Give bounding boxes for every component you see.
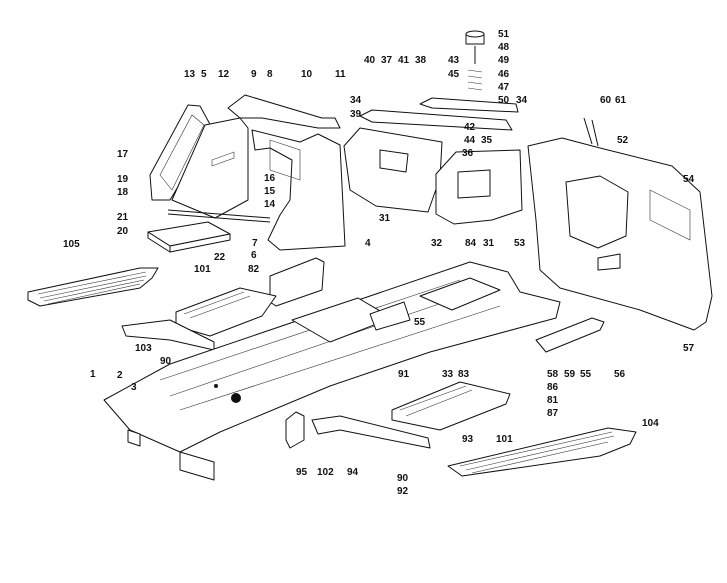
bracket-82	[269, 257, 325, 307]
callout-c40: 40	[364, 55, 376, 66]
callout-c45: 45	[448, 69, 460, 80]
callout-c42: 42	[464, 122, 476, 133]
callout-c82: 82	[248, 264, 260, 275]
callout-c8: 8	[267, 69, 273, 80]
rear-bracket	[535, 317, 605, 353]
bracket-60	[583, 117, 599, 147]
callout-c57: 57	[683, 343, 695, 354]
callout-c1: 1	[90, 369, 96, 380]
battery-tray	[147, 221, 231, 253]
callout-c84: 84	[465, 238, 477, 249]
callout-c93: 93	[462, 434, 474, 445]
callout-c3: 3	[131, 382, 137, 393]
callout-c2: 2	[117, 370, 123, 381]
callout-c37: 37	[381, 55, 393, 66]
seat-spring-assembly	[465, 30, 485, 91]
callout-c32: 32	[431, 238, 443, 249]
callout-c19: 19	[117, 174, 129, 185]
callout-c104: 104	[642, 418, 659, 429]
callout-c5: 5	[201, 69, 207, 80]
callout-c12: 12	[218, 69, 230, 80]
callout-c39: 39	[350, 109, 362, 120]
callout-c103: 103	[135, 343, 152, 354]
callout-c58: 58	[547, 369, 559, 380]
inner-fender-panel-right	[435, 149, 523, 225]
seat-box-rear-panel	[227, 94, 341, 129]
callout-c55b: 55	[580, 369, 592, 380]
callout-c36: 36	[462, 148, 474, 159]
rear-body-panel	[527, 137, 713, 331]
inner-fender-panel-left	[343, 127, 443, 213]
callout-c35: 35	[481, 135, 493, 146]
left-footrest-mat	[27, 267, 159, 307]
callout-c43: 43	[448, 55, 460, 66]
callout-c95: 95	[296, 467, 308, 478]
callout-c31a: 31	[379, 213, 391, 224]
callout-c92: 92	[397, 486, 409, 497]
left-footboard	[175, 287, 277, 337]
callout-c87: 87	[547, 408, 559, 419]
right-footboard	[391, 381, 511, 431]
callout-c53: 53	[514, 238, 526, 249]
callout-c83: 83	[458, 369, 470, 380]
callout-c17: 17	[117, 149, 129, 160]
callout-c60: 60	[600, 95, 612, 106]
callout-c49: 49	[498, 55, 510, 66]
callout-c54: 54	[683, 174, 695, 185]
callout-c101a: 101	[194, 264, 211, 275]
callout-c21: 21	[117, 212, 129, 223]
callout-c20: 20	[117, 226, 129, 237]
callout-c13: 13	[184, 69, 196, 80]
callout-c41: 41	[398, 55, 410, 66]
callout-c101b: 101	[496, 434, 513, 445]
callout-c47: 47	[498, 82, 510, 93]
callout-c90a: 90	[160, 356, 172, 367]
callout-c16: 16	[264, 173, 276, 184]
callout-c9: 9	[251, 69, 257, 80]
right-footrest-mat	[447, 427, 637, 477]
seat-mount-rails	[359, 97, 519, 131]
callout-c94: 94	[347, 467, 359, 478]
callout-c7: 7	[252, 238, 258, 249]
right-footboard-bracket	[311, 415, 431, 449]
callout-c61: 61	[615, 95, 627, 106]
callout-c48: 48	[498, 42, 510, 53]
seat-box-right-panel	[251, 129, 346, 251]
main-chassis-frame	[103, 261, 561, 481]
callout-c38: 38	[415, 55, 427, 66]
callout-c102: 102	[317, 467, 334, 478]
callout-c11: 11	[335, 69, 346, 80]
callout-c52: 52	[617, 135, 629, 146]
cross-rod	[167, 209, 271, 223]
callout-c14: 14	[264, 199, 276, 210]
callout-c90b: 90	[397, 473, 409, 484]
callout-c55a: 55	[414, 317, 426, 328]
callout-c31b: 31	[483, 238, 495, 249]
callout-c22: 22	[214, 252, 226, 263]
callout-c34a: 34	[350, 95, 362, 106]
callout-c6: 6	[251, 250, 257, 261]
callout-c56: 56	[614, 369, 626, 380]
callout-c44: 44	[464, 135, 476, 146]
callout-c86: 86	[547, 382, 559, 393]
callout-c18: 18	[117, 187, 129, 198]
callout-c34b: 34	[516, 95, 528, 106]
callout-c81: 81	[547, 395, 559, 406]
callout-c33: 33	[442, 369, 454, 380]
callout-c91: 91	[398, 369, 410, 380]
callout-c50: 50	[498, 95, 510, 106]
callout-c105: 105	[63, 239, 80, 250]
callout-c51: 51	[498, 29, 510, 40]
callout-c10: 10	[301, 69, 313, 80]
callout-c4: 4	[365, 238, 371, 249]
callout-c46: 46	[498, 69, 510, 80]
callout-c15: 15	[264, 186, 276, 197]
callout-c59: 59	[564, 369, 576, 380]
